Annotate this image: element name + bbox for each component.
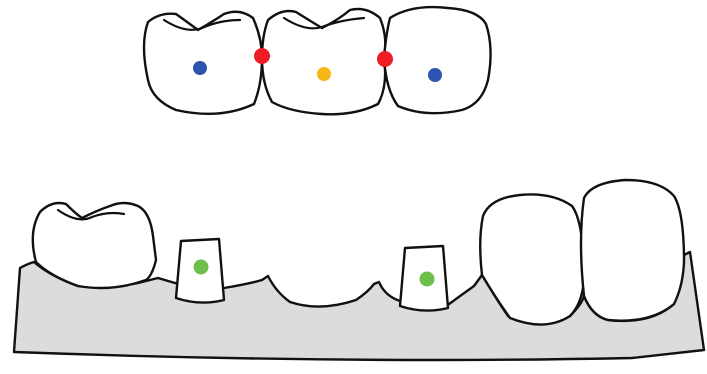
abutment-left-marker	[194, 260, 209, 275]
bridge-retainer-right	[384, 7, 491, 113]
pontic-marker	[317, 67, 331, 81]
lower-arch	[14, 180, 704, 360]
abutment-right-marker	[420, 272, 435, 287]
natural-premolar-right	[581, 180, 684, 321]
contact-point-right	[377, 51, 393, 67]
retainer-left-marker	[193, 61, 207, 75]
bridge-pontic	[262, 9, 385, 114]
retainer-right-marker	[428, 68, 442, 82]
bridge	[144, 7, 491, 114]
contact-point-left	[254, 48, 270, 64]
